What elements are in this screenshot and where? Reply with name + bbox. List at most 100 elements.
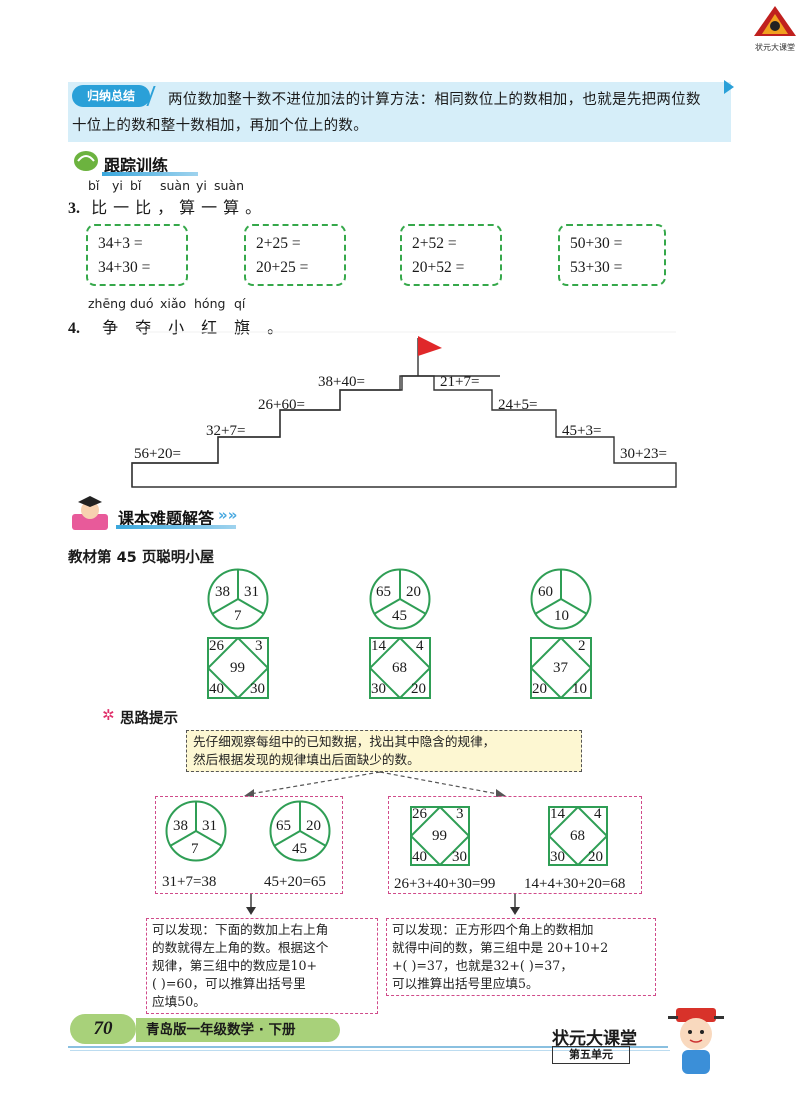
corner-top-left: 14 — [371, 638, 386, 654]
corner-bottom-right: 30 — [250, 681, 265, 697]
summary-text-line2: 十位上的数和整十数相加，再加个位上的数。 — [72, 118, 368, 134]
corner-top-left: 14 — [550, 806, 565, 822]
stair-equation: 38+40= — [318, 374, 365, 390]
circle-value-top-left: 65 — [376, 584, 391, 600]
equation: 45+20=65 — [264, 874, 326, 890]
footer-rule-thin — [70, 1050, 670, 1051]
logo-caption: 状元大课堂 — [755, 43, 795, 52]
q3-pinyin: bǐ yi bǐ suàn yi suàn — [88, 178, 248, 194]
tip-line: 的数就得左上角的数。根据这个 — [152, 940, 329, 955]
brand-text: 状元大课堂 — [552, 1029, 637, 1049]
question-number: 4. — [68, 320, 80, 337]
tip-line: 应填50。 — [152, 994, 206, 1009]
center-value: 68 — [570, 828, 585, 844]
diamond-square — [207, 637, 269, 699]
circle-value-bottom: 45 — [392, 608, 407, 624]
tip-line: +( )=37，也就是32+( )=37， — [392, 958, 573, 973]
tip-line: ( )=60，可以推算出括号里 — [152, 976, 306, 991]
circle-value-bottom: 45 — [292, 841, 307, 857]
red-flag-icon — [418, 336, 442, 356]
circle-value-top-right: 31 — [244, 584, 259, 600]
stair-equation: 32+7= — [206, 423, 246, 439]
circle-value-top-left: 38 — [215, 584, 230, 600]
split-arrows — [244, 771, 506, 797]
section-underline — [116, 525, 236, 529]
circle-value-top-left: 60 — [538, 584, 553, 600]
split-circle — [530, 568, 592, 630]
pinyin-syllable: qí — [234, 296, 246, 311]
q4-pinyin: zhēng duó xiǎo hóng qí — [88, 296, 248, 312]
corner-bottom-right: 10 — [572, 681, 587, 697]
staircase-diagram — [131, 331, 677, 488]
pinyin-syllable: yi — [196, 178, 207, 193]
pinyin-syllable: suàn — [214, 178, 245, 193]
tip-line: 可以发现：下面的数加上右上角 — [152, 922, 329, 937]
corner-top-right: 2 — [578, 638, 586, 654]
question-number: 3. — [68, 200, 80, 217]
equation: 31+7=38 — [162, 874, 217, 890]
tip-box-left: 可以发现：下面的数加上右上角 的数就得左上角的数。根据这个 规律，第三组中的数应… — [146, 918, 378, 1014]
pinyin-syllable: yi — [112, 178, 123, 193]
pinyin-syllable: bǐ — [130, 178, 142, 193]
stair-equation: 26+60= — [258, 397, 305, 413]
circle-value-top-left: 38 — [173, 818, 188, 834]
hint-group-right — [388, 796, 642, 894]
double-chevron-icon: »» — [218, 506, 238, 524]
center-value: 68 — [392, 660, 407, 676]
corner-top-right: 4 — [416, 638, 424, 654]
book-title: 青岛版一年级数学 · 下册 — [146, 1022, 296, 1038]
summary-text-line1: 两位数加整十数不进位加法的计算方法：相同数位上的数相加，也就是先把两位数 — [168, 92, 701, 108]
circle-value-bottom: 7 — [191, 841, 199, 857]
corner-top-right: 3 — [255, 638, 263, 654]
corner-bottom-left: 20 — [532, 681, 547, 697]
split-circle — [165, 800, 227, 862]
hint-title: 思路提示 — [120, 711, 178, 727]
circle-value-bottom: 10 — [554, 608, 569, 624]
diamond-square — [410, 806, 470, 866]
corner-bottom-right: 30 — [452, 849, 467, 865]
equation: 20+25 = — [256, 259, 309, 276]
corner-bottom-left: 30 — [371, 681, 386, 697]
equation: 14+4+30+20=68 — [524, 876, 626, 892]
equation: 34+3 = — [98, 235, 143, 252]
pinyin-syllable: xiǎo — [160, 296, 187, 311]
student-reading-icon — [72, 496, 108, 530]
corner-bottom-left: 30 — [550, 849, 565, 865]
footer-rule — [68, 1046, 668, 1048]
brand-logo: 状元大课堂 — [752, 4, 798, 52]
circle-value-top-right: 20 — [406, 584, 421, 600]
stair-equation: 30+23= — [620, 446, 667, 462]
pinyin-syllable: zhēng — [88, 296, 127, 311]
tip-line: 就得中间的数，第三组中是 20+10+2 — [392, 940, 609, 955]
equation: 20+52 = — [412, 259, 465, 276]
hint-intro-line2: 然后根据发现的规律填出后面缺少的数。 — [193, 752, 420, 767]
section-title-practice: 跟踪训练 — [104, 156, 169, 175]
corner-top-left: 26 — [209, 638, 224, 654]
circle-value-top-left: 65 — [276, 818, 291, 834]
equation: 26+3+40+30=99 — [394, 876, 496, 892]
stair-equation: 21+7= — [440, 374, 480, 390]
split-circle — [369, 568, 431, 630]
down-arrow-icon — [246, 894, 256, 915]
compare-box: 2+52 = 20+52 = — [400, 224, 502, 286]
pinyin-syllable: hóng — [194, 296, 226, 311]
diamond-square — [548, 806, 608, 866]
stair-equation: 56+20= — [134, 446, 181, 462]
split-circle — [207, 568, 269, 630]
summary-badge: 归纳总结 — [72, 85, 150, 107]
hint-intro-line1: 先仔细观察每组中的已知数据，找出其中隐含的规律， — [193, 734, 496, 749]
pinyin-syllable: suàn — [160, 178, 191, 193]
corner-bottom-left: 40 — [209, 681, 224, 697]
diamond-square — [530, 637, 592, 699]
corner-top-right: 4 — [594, 806, 602, 822]
corner-bottom-right: 20 — [588, 849, 603, 865]
circle-value-bottom: 7 — [234, 608, 242, 624]
flower-icon: ✲ — [102, 706, 115, 724]
center-value: 37 — [553, 660, 568, 676]
stair-equation: 45+3= — [562, 423, 602, 439]
equation: 34+30 = — [98, 259, 151, 276]
equation: 53+30 = — [570, 259, 623, 276]
page-number-badge: 70 — [70, 1014, 136, 1044]
corner-top-left: 26 — [412, 806, 427, 822]
flame-icon — [754, 6, 796, 36]
